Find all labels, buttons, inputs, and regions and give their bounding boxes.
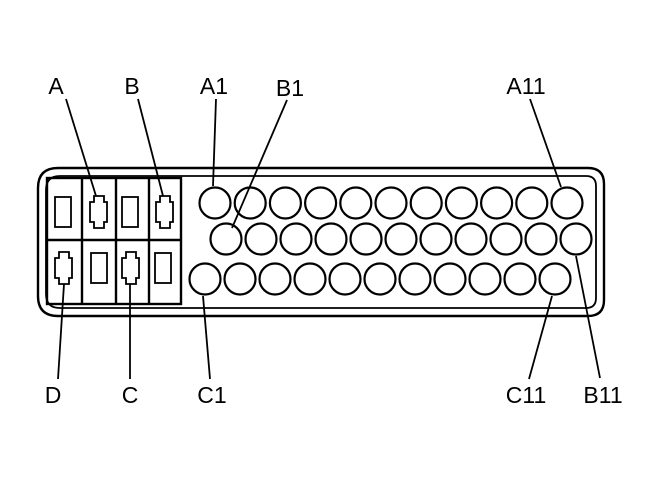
leader-a1 [212,98,217,187]
pin-c4 [293,262,327,296]
label-pin-c11: C11 [506,382,547,408]
empty-cavities [54,196,172,284]
pin-c3 [258,262,292,296]
pin-c6 [363,262,397,296]
callout-labels: A B A1 B1 A11 D C C1 C11 B11 [45,73,623,408]
pin-b3 [279,222,313,256]
label-cavity-c: C [122,382,139,408]
pin-c1 [188,262,222,296]
pin-a8 [444,186,478,220]
pin-b8 [454,222,488,256]
pin-c2 [223,262,257,296]
terminal-a [89,195,108,229]
pin-c9 [468,262,502,296]
leader-b1 [231,99,288,229]
terminal-b [155,195,174,229]
terminal-c [121,251,140,285]
pin-b4 [314,222,348,256]
pin-a4 [304,186,338,220]
terminal-d [54,251,73,285]
pin-c11 [538,262,572,296]
pin-b11 [559,222,593,256]
leader-a [65,98,97,197]
pin-b6 [384,222,418,256]
label-pin-b11: B11 [583,382,622,408]
leader-d [57,283,65,380]
pin-a9 [480,186,514,220]
pin-b7 [419,222,453,256]
pin-c5 [328,262,362,296]
pin-a7 [409,186,443,220]
pin-c7 [398,262,432,296]
label-cavity-d: D [45,382,62,408]
label-pin-b1: B1 [276,75,304,101]
pin-b5 [349,222,383,256]
pin-b9 [489,222,523,256]
leader-c11 [528,295,553,380]
pin-a2 [233,186,267,220]
pin-c10 [503,262,537,296]
leader-b [137,98,164,197]
label-pin-c1: C1 [197,382,226,408]
pin-a6 [374,186,408,220]
large-cavity-block [45,176,183,306]
leader-a11 [529,98,562,188]
pin-b1 [209,222,243,256]
label-cavity-a: A [48,73,64,99]
pin-a10 [515,186,549,220]
pin-a3 [268,186,302,220]
keyed-terminals [54,195,174,285]
pin-b2 [244,222,278,256]
leader-c1 [202,295,211,380]
pin-a1 [198,186,232,220]
pin-c8 [433,262,467,296]
pin-b10 [524,222,558,256]
pin-field [188,186,593,296]
leader-b11 [575,255,601,379]
pin-a11 [550,186,584,220]
pin-a5 [339,186,373,220]
label-pin-a1: A1 [200,73,228,99]
label-pin-a11: A11 [506,73,545,99]
label-cavity-b: B [124,73,139,99]
leader-lines [57,98,601,380]
